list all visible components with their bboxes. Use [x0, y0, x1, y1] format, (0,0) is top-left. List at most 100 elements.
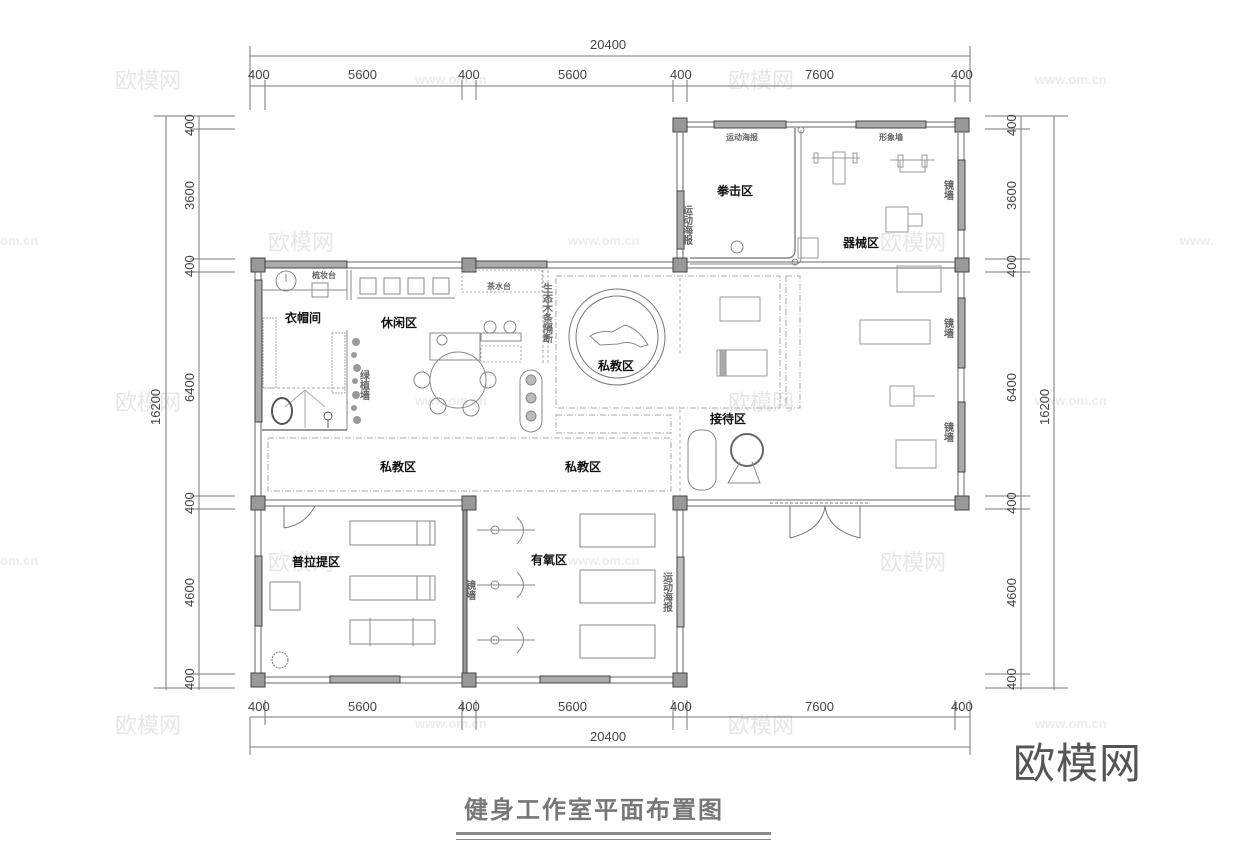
cloakroom — [262, 270, 352, 431]
room-label-boxing: 拳击区 — [716, 183, 753, 198]
svg-text:16200: 16200 — [148, 389, 163, 425]
svg-text:400: 400 — [182, 492, 197, 514]
svg-text:400: 400 — [1004, 668, 1019, 690]
svg-text:欧模网: 欧模网 — [728, 714, 794, 739]
svg-text:6400: 6400 — [182, 373, 197, 402]
svg-text:400: 400 — [248, 67, 270, 82]
svg-text:20400: 20400 — [590, 729, 626, 744]
dimension-left-labels: 400 3600 400 6400 400 4600 400 16200 — [148, 114, 197, 690]
svg-text:400: 400 — [182, 114, 197, 136]
private-training-zones — [267, 275, 801, 492]
svg-text:om.cn: om.cn — [0, 553, 38, 568]
columns — [250, 117, 970, 688]
treadmills-private — [716, 296, 768, 377]
svg-text:400: 400 — [458, 67, 480, 82]
svg-text:形象墙: 形象墙 — [879, 132, 903, 142]
dimension-left — [154, 115, 235, 690]
svg-text:400: 400 — [1004, 255, 1019, 277]
svg-text:梳妆台: 梳妆台 — [311, 270, 336, 280]
svg-text:欧模网: 欧模网 — [115, 391, 181, 416]
svg-text:茶水台: 茶水台 — [486, 281, 511, 291]
svg-text:www.om.cn: www.om.cn — [567, 233, 640, 248]
svg-text:运动海报: 运动海报 — [726, 132, 758, 142]
svg-text:4600: 4600 — [182, 578, 197, 607]
svg-text:欧模网: 欧模网 — [728, 69, 794, 94]
room-label-reception: 接待区 — [710, 411, 746, 426]
svg-text:16200: 16200 — [1037, 389, 1052, 425]
dimension-bottom — [249, 700, 971, 755]
svg-text:5600: 5600 — [558, 67, 587, 82]
svg-text:4600: 4600 — [1004, 578, 1019, 607]
dimension-top — [249, 46, 971, 110]
svg-text:400: 400 — [951, 699, 973, 714]
svg-text:20400: 20400 — [590, 37, 626, 52]
room-label-private-training-round: 私教区 — [597, 358, 634, 373]
svg-text:镜墙: 镜墙 — [942, 317, 954, 339]
green-wall — [351, 338, 361, 424]
svg-text:www.: www. — [1179, 233, 1213, 248]
svg-text:400: 400 — [182, 668, 197, 690]
cardio-equipment — [477, 513, 656, 659]
svg-text:绿植墙: 绿植墙 — [358, 369, 371, 401]
walls — [254, 121, 965, 684]
svg-text:7600: 7600 — [805, 699, 834, 714]
svg-text:400: 400 — [248, 699, 270, 714]
annotations: 运动海报 形象墙 梳妆台 茶水台 运动海报 生态木条隔断 绿植墙 镜墙 镜墙 镜… — [311, 132, 954, 613]
svg-text:镜墙: 镜墙 — [942, 421, 954, 443]
svg-text:400: 400 — [182, 255, 197, 277]
svg-text:生态木条隔断: 生态木条隔断 — [541, 282, 554, 344]
svg-text:www.om.cn: www.om.cn — [1034, 716, 1107, 731]
title-underline-thin — [456, 839, 771, 840]
room-label-pilates: 普拉提区 — [292, 554, 340, 569]
svg-text:5600: 5600 — [558, 699, 587, 714]
svg-text:400: 400 — [458, 699, 480, 714]
svg-text:欧模网: 欧模网 — [268, 231, 334, 256]
svg-text:400: 400 — [1004, 114, 1019, 136]
title-underline — [456, 832, 771, 835]
svg-text:镜墙: 镜墙 — [942, 179, 954, 201]
room-labels: 拳击区 器械区 衣帽间 休闲区 私教区 接待区 私教区 私教区 普拉提区 有氧区 — [285, 183, 879, 569]
pilates-door — [283, 505, 316, 529]
svg-text:欧模网: 欧模网 — [880, 551, 946, 576]
svg-text:400: 400 — [670, 699, 692, 714]
svg-text:运动海报: 运动海报 — [661, 572, 673, 613]
dimension-top-labels: 20400 400 5600 400 5600 400 7600 400 — [248, 37, 973, 82]
svg-text:3600: 3600 — [182, 181, 197, 210]
dimension-bottom-labels: 400 5600 400 5600 400 7600 400 20400 — [248, 699, 973, 744]
dimension-right-labels: 400 3600 400 6400 400 4600 400 16200 — [1004, 114, 1052, 690]
svg-text:www.om.cn: www.om.cn — [1034, 72, 1107, 87]
svg-text:欧模网: 欧模网 — [115, 69, 181, 94]
svg-text:www.om.cn: www.om.cn — [414, 716, 487, 731]
pilates-equipment — [269, 520, 436, 669]
svg-text:400: 400 — [1004, 492, 1019, 514]
svg-text:欧模网: 欧模网 — [115, 714, 181, 739]
drawing-title: 健身工作室平面布置图 — [464, 795, 724, 824]
svg-text:5600: 5600 — [348, 699, 377, 714]
svg-text:欧模网: 欧模网 — [728, 391, 794, 416]
room-label-cloakroom: 衣帽间 — [285, 310, 321, 325]
svg-text:www.om.cn: www.om.cn — [567, 553, 640, 568]
room-label-lounge: 休闲区 — [380, 315, 417, 330]
private-training-round — [568, 288, 666, 386]
lounge-furniture — [357, 269, 543, 433]
equipment-machines — [797, 151, 942, 469]
room-label-cardio: 有氧区 — [531, 552, 567, 567]
svg-text:镜墙: 镜墙 — [464, 579, 476, 601]
reception-furniture — [687, 429, 764, 491]
svg-text:运动海报: 运动海报 — [681, 205, 693, 246]
svg-text:7600: 7600 — [805, 67, 834, 82]
brand-watermark: 欧模网 — [1013, 739, 1143, 788]
svg-text:3600: 3600 — [1004, 181, 1019, 210]
svg-text:400: 400 — [951, 67, 973, 82]
svg-text:www.om.cn: www.om.cn — [1034, 393, 1107, 408]
room-label-private-training-1: 私教区 — [379, 459, 416, 474]
solid-wall-segments — [254, 120, 966, 684]
room-label-equipment: 器械区 — [842, 235, 879, 250]
svg-text:www.om.cn: www.om.cn — [414, 393, 487, 408]
room-label-private-training-2: 私教区 — [564, 459, 601, 474]
svg-text:www.om.cn: www.om.cn — [414, 72, 487, 87]
svg-text:400: 400 — [670, 67, 692, 82]
dimension-right — [985, 115, 1068, 690]
wood-partition — [542, 270, 549, 365]
